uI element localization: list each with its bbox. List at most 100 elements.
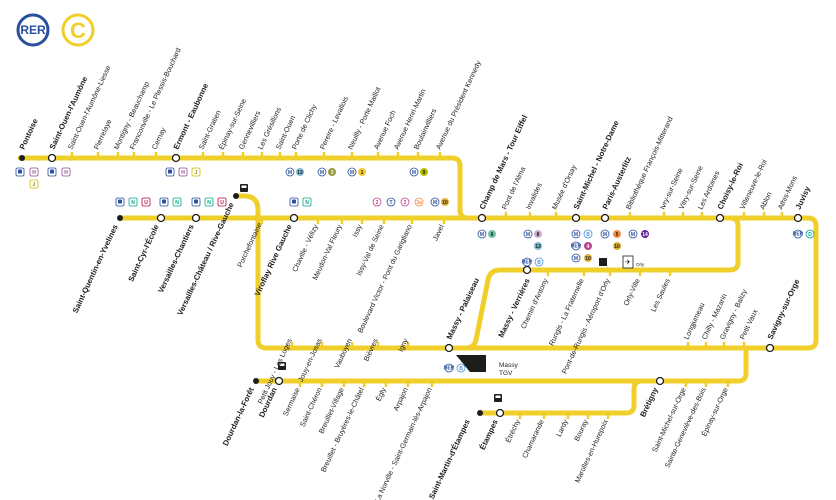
station-dot-massy-verrieres	[522, 265, 532, 275]
svg-text:M: M	[433, 200, 437, 206]
metro-3-icon: 3	[328, 168, 336, 176]
line-c-logo: C	[61, 13, 95, 47]
station-label-savigny: Savigny-sur-Orge	[766, 277, 802, 341]
svg-text:M: M	[631, 232, 635, 238]
track-dourdan-branch	[253, 349, 749, 384]
bus-icon	[494, 394, 502, 402]
svg-text:M: M	[574, 232, 578, 238]
transilien-icon	[159, 197, 169, 207]
station-label-orly-ville: Orly-Ville	[621, 277, 641, 307]
station-label-saint-quentin: Saint-Quentin-en-Yvelines	[71, 222, 120, 314]
station-label-egly: Égly	[374, 386, 388, 403]
station-dot-juvisy	[793, 213, 803, 223]
transilien-icon	[191, 197, 201, 207]
svg-text:M: M	[350, 170, 354, 176]
trunk-labels: Champ de Mars - Tour Eiffel Pont de l'Al…	[478, 114, 813, 211]
u-icon: U	[141, 197, 151, 207]
station-label-bouray: Bouray	[572, 418, 590, 443]
svg-text:RER: RER	[522, 260, 533, 266]
station-label-saint-martin: Saint-Martin-d'Étampes	[427, 417, 472, 500]
station-dot-versailles-chantiers	[191, 213, 201, 223]
station-label-jouy: Jouy-en-Josas	[296, 337, 324, 384]
metro-9-icon: 9	[420, 168, 428, 176]
metro-5-icon: 5	[613, 230, 621, 238]
svg-text:M: M	[526, 232, 530, 238]
svg-text:13: 13	[297, 170, 303, 176]
svg-text:10: 10	[442, 200, 448, 206]
station-dot-ermont	[171, 153, 181, 163]
svg-text:RER: RER	[571, 244, 582, 250]
metro-6-icon: 6	[488, 230, 496, 238]
metro-icon: M	[571, 229, 581, 239]
bus-icon	[278, 362, 286, 370]
metro-icon: M	[409, 167, 419, 177]
svg-text:U: U	[220, 200, 224, 206]
pontoise-j-icon: J	[29, 179, 39, 189]
svg-text:M: M	[603, 232, 607, 238]
svg-text:H: H	[32, 170, 36, 176]
rer-icon: RER	[571, 241, 582, 251]
ermont-transilien-icon	[165, 167, 175, 177]
svg-text:6: 6	[491, 232, 494, 238]
station-label-arpajon: Arpajon	[391, 386, 410, 412]
station-dot-pontoise	[19, 155, 25, 161]
svg-text:M: M	[480, 232, 484, 238]
station-label-issy: Issy	[350, 223, 364, 239]
station-label-bretigny: Brétigny	[638, 385, 660, 418]
station-dot-saint-michel	[571, 213, 581, 223]
station-dot-austerlitz	[600, 213, 610, 223]
svg-text:10: 10	[585, 256, 591, 262]
svg-text:M: M	[320, 170, 324, 176]
tram-t-icon: T	[386, 197, 396, 207]
massy-tgv-icon: Massy TGV	[456, 355, 519, 377]
station-dot-saint-cyr	[156, 213, 166, 223]
metro-icon: M	[571, 253, 581, 263]
rer-b-icon: B	[456, 363, 466, 373]
metro-icon: M	[600, 229, 610, 239]
svg-text:M: M	[574, 256, 578, 262]
station-label-igny: Igny	[396, 337, 410, 353]
station-label-cernay: Cernay	[150, 126, 168, 151]
station-markers	[19, 153, 803, 418]
station-label-sermaise: Sermaise	[281, 386, 302, 417]
station-dot-saint-martin	[477, 410, 483, 416]
station-label-saint-cyr: Saint-Cyr-l'École	[126, 222, 161, 283]
svg-text:N: N	[207, 200, 211, 206]
n-icon: N	[302, 197, 312, 207]
station-label-ablon: Ablon	[758, 190, 774, 210]
rer-icon: RER	[793, 229, 804, 239]
metro-10-icon: 10	[613, 242, 621, 250]
metro-icon: M	[477, 229, 487, 239]
svg-text:N: N	[305, 200, 309, 206]
svg-text:2: 2	[376, 200, 379, 206]
svg-text:3a: 3a	[416, 200, 422, 206]
n-icon: N	[204, 197, 214, 207]
station-label-saules: Les Saules	[649, 277, 672, 313]
ermont-j-icon: J	[191, 167, 201, 177]
station-label-javel: Javel	[431, 223, 446, 242]
metro-8-icon: 8	[534, 230, 542, 238]
svg-text:14: 14	[642, 232, 648, 238]
transilien-icon	[289, 197, 299, 207]
metro-icon: M	[628, 229, 638, 239]
pontoise-h-icon: H	[29, 167, 39, 177]
svg-text:8: 8	[537, 232, 540, 238]
svg-text:D: D	[808, 232, 812, 238]
station-dot-champ-de-mars	[477, 213, 487, 223]
metro-1-icon: 1	[358, 168, 366, 176]
station-dot-dourdan	[274, 376, 284, 386]
station-dot-choisy	[715, 213, 725, 223]
n-icon: N	[128, 197, 138, 207]
massy-tgv-label-1: Massy	[499, 362, 519, 369]
u-icon: U	[217, 197, 227, 207]
station-dot-viroflay	[289, 213, 299, 223]
station-label-etampes: Étampes	[478, 417, 500, 451]
station-label-chamarande: Chamarande	[520, 418, 546, 459]
rer-logo: RER	[16, 13, 50, 47]
svg-text:B: B	[537, 260, 541, 266]
svg-text:3: 3	[331, 170, 334, 176]
station-dot-versailles-rg	[233, 193, 239, 199]
track-etampes-branch	[477, 378, 645, 416]
station-label-etrechy: Étréchy	[503, 418, 522, 444]
